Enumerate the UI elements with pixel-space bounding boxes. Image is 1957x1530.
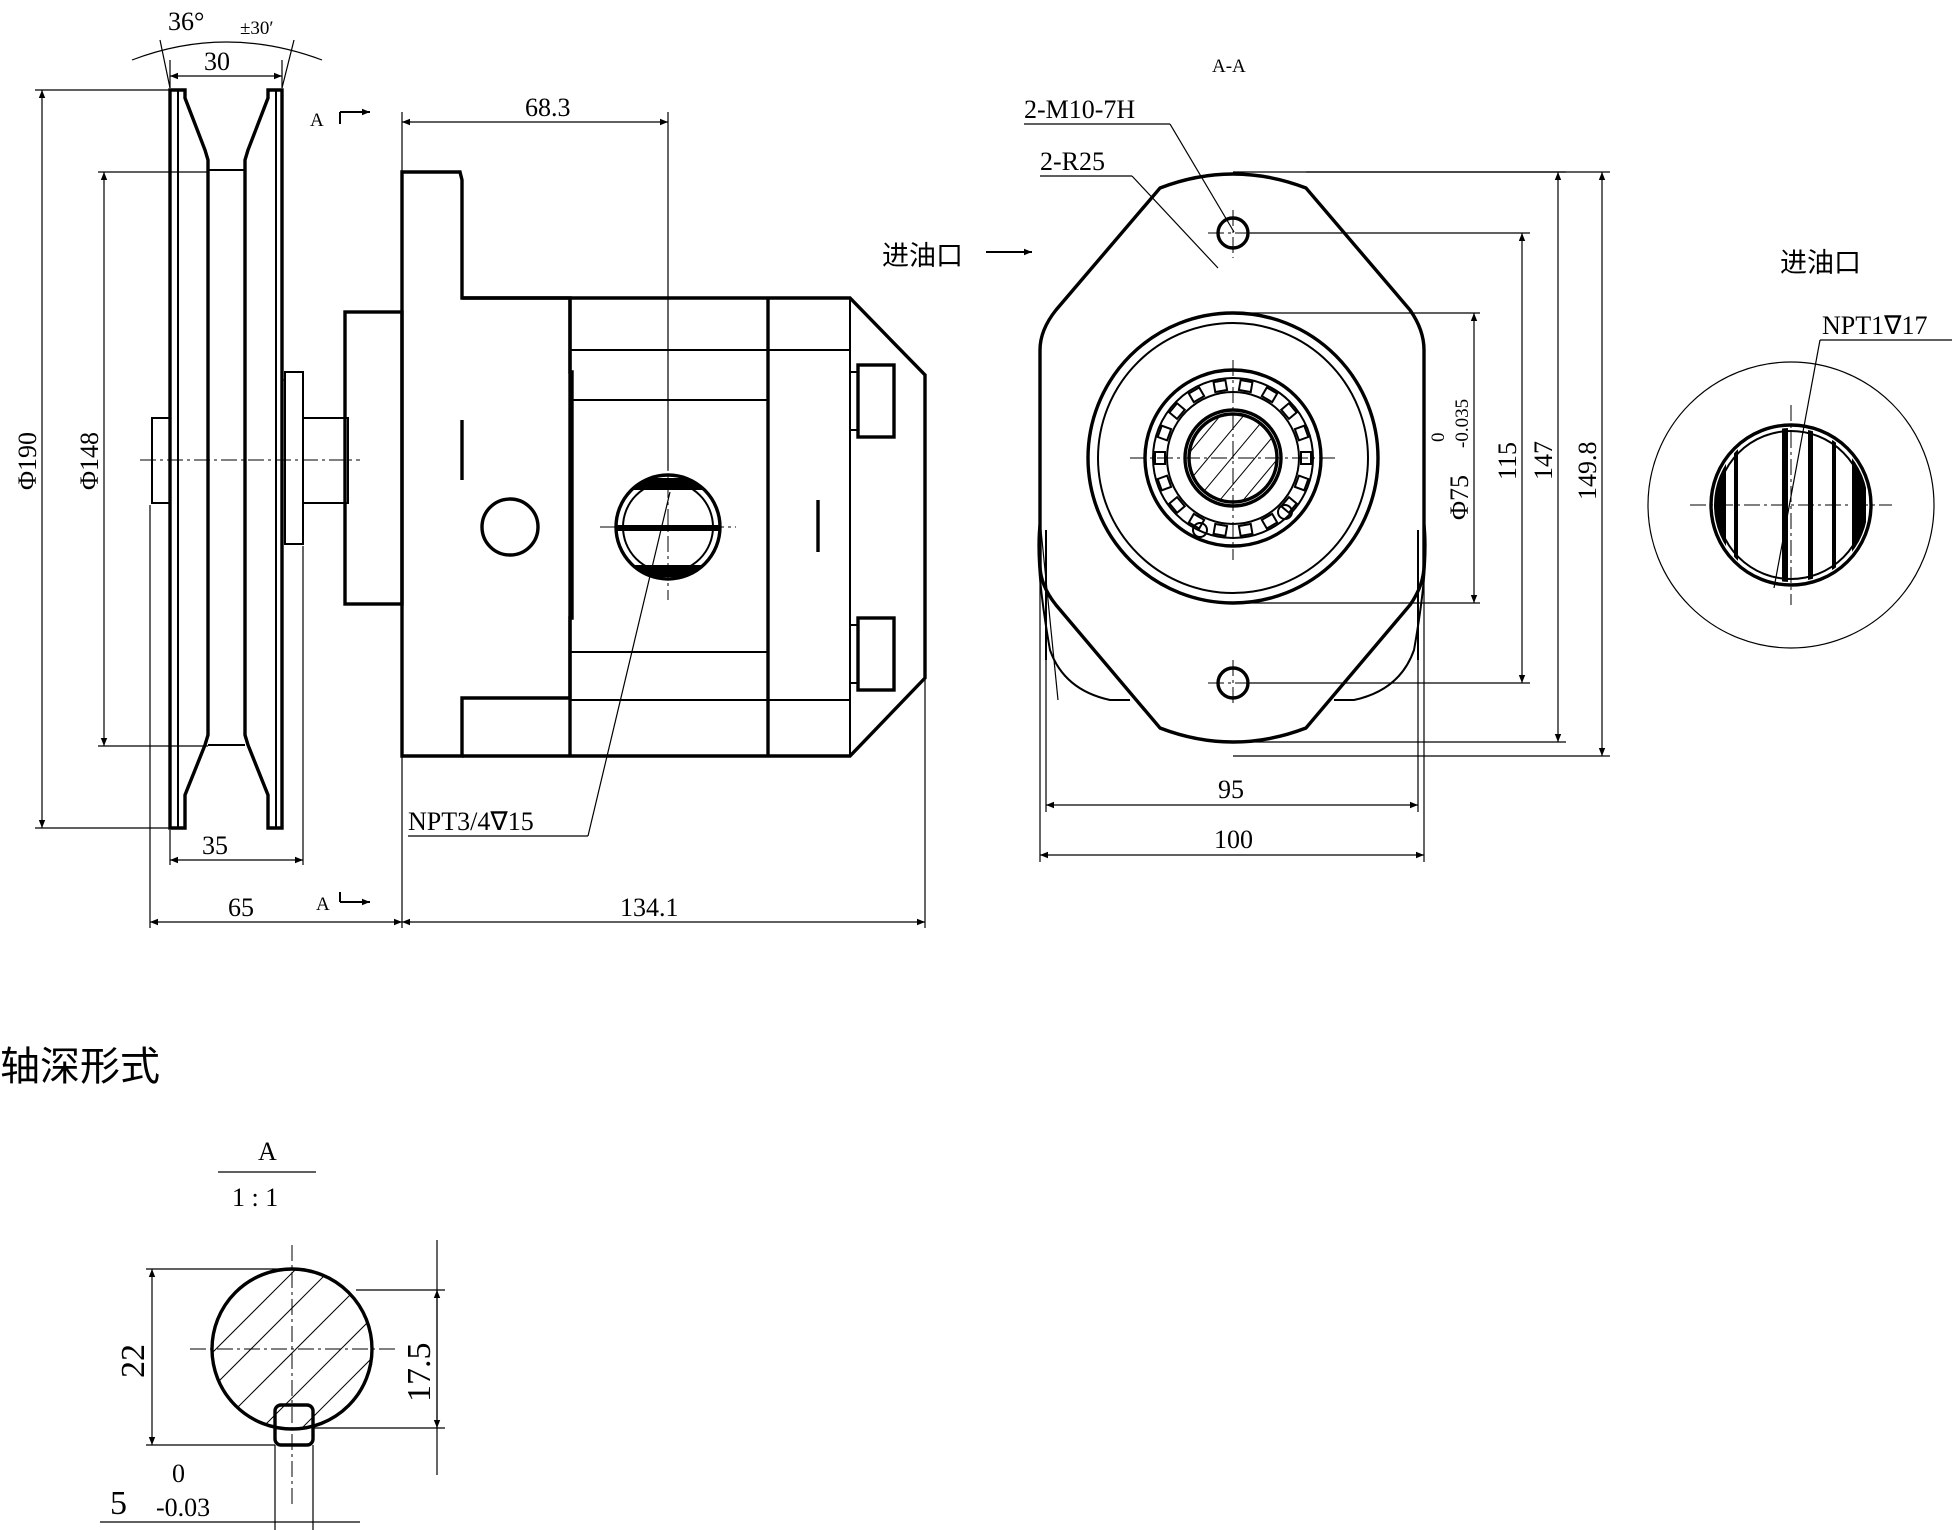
- mounting-flange: [400, 170, 574, 758]
- pulley-outer-rim: [168, 88, 210, 830]
- radius-callout: 2-R25: [1040, 147, 1105, 176]
- dia-75-label: Φ75: [1445, 475, 1474, 520]
- dia-75-tol-low: -0.035: [1452, 399, 1473, 448]
- detail-name: A: [258, 1137, 277, 1166]
- inlet-thread-label: NPT1∇17: [1822, 311, 1928, 340]
- section-title: A-A: [1212, 56, 1246, 77]
- dim-100-label: 100: [1214, 825, 1253, 854]
- shaft-type-title: 轴深形式: [0, 1044, 160, 1090]
- dim-147-label: 147: [1529, 441, 1558, 480]
- bearing-rollers: [1154, 378, 1312, 538]
- angle-tolerance: ±30′: [240, 18, 274, 39]
- inlet-label-right: 进油口: [1780, 248, 1861, 279]
- dim-115-label: 115: [1493, 442, 1522, 480]
- dia-75-tol-up: 0: [1428, 433, 1449, 443]
- bearing-roller: [1293, 474, 1310, 492]
- shaft-seal-housing: [343, 310, 404, 606]
- drain-hole: [480, 497, 540, 557]
- len-68-label: 68.3: [525, 93, 571, 122]
- dim-175-label: 17.5: [401, 1343, 438, 1403]
- dia-190-label: Φ190: [13, 432, 42, 490]
- dia-148-label: Φ148: [75, 432, 104, 490]
- inlet-port-view: 进油口 NPT1∇17: [1647, 248, 1952, 649]
- key-tol-low: -0.03: [156, 1493, 210, 1522]
- len-65-label: 65: [228, 893, 254, 922]
- outlet-thread-label: NPT3/4∇15: [408, 807, 534, 836]
- shaft-detail: 轴深形式 A 1 : 1 22 17.5 5 0 -0.03: [0, 1044, 445, 1530]
- bearing-roller: [1212, 378, 1229, 394]
- pulley-view: 36° ±30′ 30 Φ190 Φ148 35 65 134.1: [13, 7, 926, 928]
- end-cover-bolt: [856, 616, 896, 692]
- pump-side-view: 68.3 NPT3/4∇15 A A: [310, 93, 927, 915]
- len-134-label: 134.1: [620, 893, 679, 922]
- section-mark-top: A: [310, 110, 324, 131]
- dim-1498-label: 149.8: [1573, 442, 1602, 501]
- dim-95-label: 95: [1218, 775, 1244, 804]
- angle-label: 36°: [168, 7, 204, 36]
- inlet-boss: [1647, 361, 1935, 649]
- groove-width-label: 30: [204, 47, 230, 76]
- pump-body: [462, 296, 927, 758]
- detail-scale: 1 : 1: [232, 1183, 278, 1212]
- pulley-outer-rim-right: [243, 88, 284, 830]
- thread-callout: 2-M10-7H: [1024, 95, 1135, 124]
- section-a-a-view: A-A: [882, 56, 1610, 862]
- bearing-roller: [1279, 495, 1299, 515]
- key-width-label: 5: [110, 1485, 127, 1522]
- bearing-roller: [1260, 512, 1279, 530]
- key-tol-up: 0: [172, 1459, 185, 1488]
- bearing-roller: [1167, 495, 1187, 515]
- bearing-roller: [1212, 522, 1229, 538]
- bearing-roller: [1237, 522, 1254, 538]
- section-mark-bottom: A: [316, 894, 330, 915]
- bearing-roller: [1260, 386, 1279, 404]
- keyway: [273, 1403, 315, 1447]
- hub-35-label: 35: [202, 831, 228, 860]
- body-lower-outline: [1037, 519, 1427, 701]
- bearing-roller: [1156, 424, 1173, 442]
- bearing-roller: [1167, 401, 1187, 421]
- bearing-roller: [1187, 386, 1206, 404]
- bearing-roller: [1237, 378, 1254, 394]
- pulley-hub: [284, 371, 304, 545]
- bearing-roller: [1293, 424, 1310, 442]
- bearing-roller: [1156, 474, 1173, 492]
- dim-22-label: 22: [115, 1344, 152, 1378]
- end-cover-bolt: [856, 363, 896, 439]
- bearing-roller: [1279, 401, 1299, 421]
- inlet-label-left: 进油口: [882, 241, 963, 272]
